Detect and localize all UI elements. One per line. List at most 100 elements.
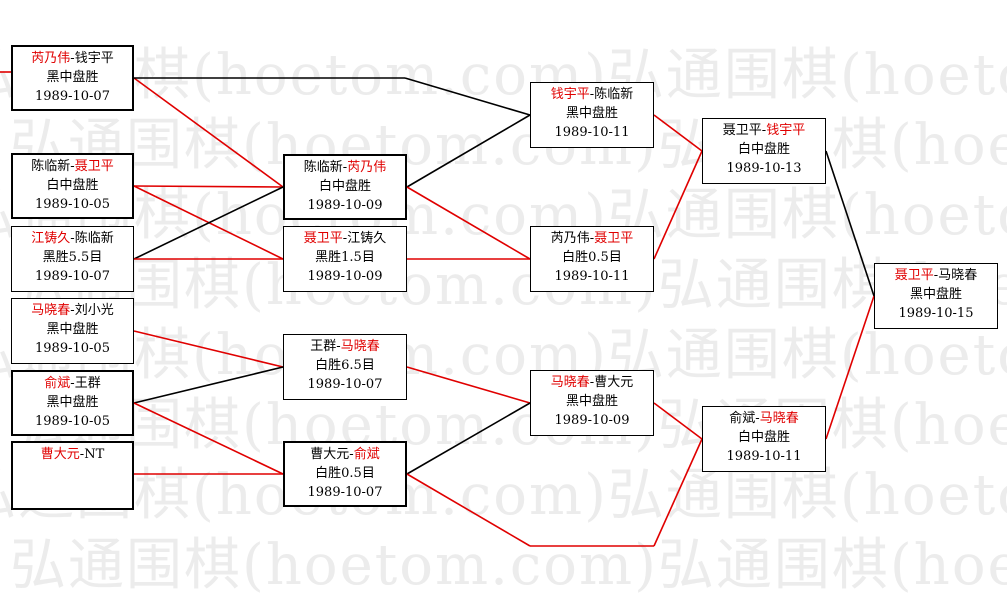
- player-one: 俞斌: [44, 376, 71, 391]
- player-two: 王群: [74, 376, 101, 391]
- match-date: 1989-10-09: [307, 269, 383, 284]
- match-players: 聂卫平-马晓春: [875, 266, 997, 285]
- player-one: 曹大元: [40, 447, 80, 462]
- match-result: 黑中盘胜: [46, 395, 99, 410]
- match-players: 芮乃伟-聂卫平: [531, 229, 653, 248]
- match-players: 曹大元-NT: [13, 445, 132, 464]
- player-one: 马晓春: [550, 375, 590, 390]
- bracket-connector: [406, 186, 531, 260]
- match-result: 白中盘胜: [46, 178, 99, 193]
- match-result: 黑中盘胜: [46, 322, 99, 337]
- match-date: 1989-10-11: [554, 269, 630, 284]
- player-two: 聂卫平: [74, 159, 114, 174]
- match-date: 1989-10-05: [35, 414, 110, 429]
- player-one: 聂卫平: [303, 231, 343, 246]
- player-two: 曹大元: [594, 375, 634, 390]
- player-one: 王群: [310, 339, 337, 354]
- match-result: 黑中盘胜: [565, 106, 618, 121]
- match-date: 1989-10-09: [554, 413, 630, 428]
- bracket-connector: [406, 114, 531, 188]
- match-box[interactable]: 曹大元-NT: [11, 441, 134, 510]
- match-result: 白胜6.5目: [315, 358, 375, 373]
- player-separator: -: [933, 268, 939, 283]
- player-one: 陈临新: [31, 159, 71, 174]
- player-one: 江铸久: [31, 231, 71, 246]
- player-one: 芮乃伟: [31, 51, 71, 66]
- bracket-connector: [133, 366, 284, 404]
- player-two: 芮乃伟: [347, 160, 387, 175]
- match-result: 黑胜5.5目: [42, 250, 103, 265]
- player-two: 钱宇平: [766, 123, 806, 138]
- player-one: 陈临新: [303, 160, 343, 175]
- bracket-connector: [133, 186, 284, 260]
- bracket-connector: [825, 150, 875, 297]
- match-date: 1989-10-11: [726, 449, 802, 464]
- match-players: 俞斌-王群: [13, 374, 132, 393]
- match-box[interactable]: 江铸久-陈临新黑胜5.5目 1989-10-07: [11, 226, 134, 292]
- bracket-connector: [133, 402, 284, 475]
- bracket-connector: [406, 473, 531, 547]
- player-separator: -: [70, 231, 75, 246]
- match-box[interactable]: 聂卫平-江铸久黑胜1.5目 1989-10-09: [283, 226, 407, 292]
- match-result: 黑中盘胜: [565, 394, 618, 409]
- player-separator: -: [589, 231, 595, 246]
- match-result: 白中盘胜: [737, 142, 790, 157]
- player-two: 俞斌: [353, 447, 380, 462]
- player-one: 曹大元: [310, 447, 350, 462]
- match-date: 1989-10-11: [554, 125, 630, 140]
- match-players: 江铸久-陈临新: [12, 229, 133, 248]
- player-separator: -: [589, 87, 595, 102]
- match-box[interactable]: 陈临新-聂卫平白中盘胜 1989-10-05: [11, 153, 134, 219]
- match-box[interactable]: 俞斌-王群黑中盘胜 1989-10-05: [11, 370, 134, 436]
- bracket-connector: [825, 295, 875, 440]
- match-result: 白中盘胜: [737, 430, 790, 445]
- match-players: 陈临新-聂卫平: [13, 157, 132, 176]
- player-two: 刘小光: [74, 303, 114, 318]
- player-separator: -: [336, 339, 341, 354]
- match-players: 马晓春-曹大元: [531, 373, 653, 392]
- match-date: 1989-10-07: [35, 269, 110, 284]
- match-players: 马晓春-刘小光: [12, 301, 133, 320]
- match-players: 聂卫平-江铸久: [284, 229, 406, 248]
- bracket-connector: [653, 150, 703, 260]
- player-one: 芮乃伟: [550, 231, 590, 246]
- match-result: 黑中盘胜: [46, 70, 99, 85]
- player-separator: -: [70, 159, 75, 174]
- player-separator: -: [70, 376, 75, 391]
- player-two: 马晓春: [938, 268, 978, 283]
- match-box[interactable]: 马晓春-曹大元黑中盘胜 1989-10-09: [530, 370, 654, 436]
- player-separator: -: [755, 411, 760, 426]
- player-separator: -: [589, 375, 595, 390]
- player-separator: -: [349, 447, 354, 462]
- player-separator: -: [70, 303, 75, 318]
- player-two: 马晓春: [759, 411, 799, 426]
- player-one: 聂卫平: [894, 268, 934, 283]
- bracket-connector: [133, 185, 284, 188]
- player-two: 聂卫平: [594, 231, 634, 246]
- bracket-connector: [653, 438, 703, 547]
- player-separator: -: [79, 447, 85, 462]
- match-players: 陈临新-芮乃伟: [285, 158, 405, 177]
- player-separator: -: [761, 123, 767, 138]
- match-result: 黑胜1.5目: [315, 250, 375, 265]
- player-two: 江铸久: [347, 231, 387, 246]
- player-separator: -: [342, 231, 348, 246]
- bracket-connector: [653, 402, 703, 440]
- player-separator: -: [70, 51, 75, 66]
- match-date: 1989-10-05: [35, 197, 110, 212]
- bracket-connector: [133, 77, 284, 188]
- match-date: 1989-10-09: [307, 198, 383, 213]
- match-date: 1989-10-07: [35, 89, 110, 104]
- player-two: 陈临新: [594, 87, 634, 102]
